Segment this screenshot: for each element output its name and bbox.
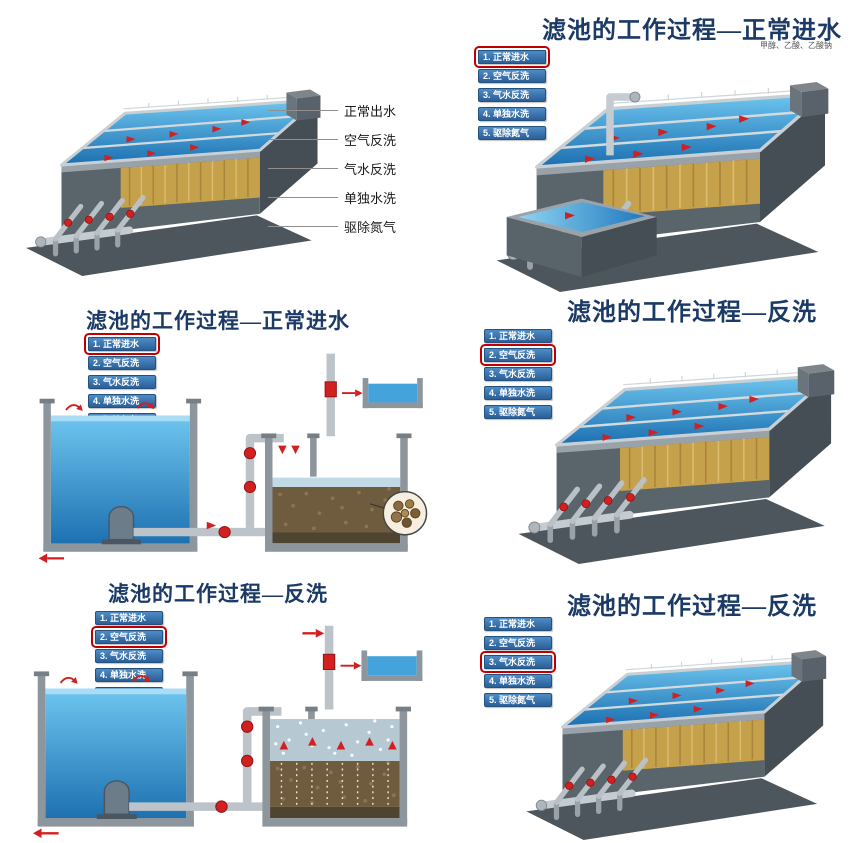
legend-item-air-backwash: 2. 空气反洗 [91, 626, 167, 648]
legend-item-air-backwash: 2. 空气反洗 [484, 636, 552, 650]
process-step-legend: 1. 正常进水 2. 空气反洗 3. 气水反洗 4. 单独水洗 5. 驱除氮气 [91, 611, 167, 701]
slide-title: 滤池的工作过程—正常进水 [542, 18, 842, 44]
callout-label: 驱除氮气 [344, 219, 397, 235]
legend-item-normal-inflow: 1. 正常进水 [95, 611, 163, 625]
cross-section-illustration [28, 348, 440, 564]
process-step-legend: 1. 正常进水 2. 空气反洗 3. 气水反洗 4. 单独水洗 5. 驱除氮气 [480, 329, 556, 419]
filter-tank-3d-illustration [488, 326, 860, 564]
legend-item-water-only-wash: 4. 单独水洗 [88, 394, 156, 408]
legend-item-normal-inflow: 1. 正常进水 [474, 46, 550, 68]
legend-item-water-only-wash: 4. 单独水洗 [478, 107, 546, 121]
legend-item-air-water-backwash: 3. 气水反洗 [480, 651, 556, 673]
legend-item-air-water-backwash: 3. 气水反洗 [88, 375, 156, 389]
legend-item-normal-inflow: 1. 正常进水 [484, 617, 552, 631]
callout-air-water-backwash: 气水反洗 [268, 160, 397, 177]
leader-line [268, 225, 338, 227]
legend-item-water-only-wash: 4. 单独水洗 [95, 668, 163, 682]
legend-item-air-backwash: 2. 空气反洗 [88, 356, 156, 370]
legend-item-nitrogen-purge: 5. 驱除氮气 [484, 405, 552, 419]
leader-line [268, 138, 338, 140]
legend-item-normal-inflow: 1. 正常进水 [484, 329, 552, 343]
cross-section-illustration [22, 620, 440, 839]
legend-item-nitrogen-purge: 5. 驱除氮气 [88, 413, 156, 427]
legend-item-air-backwash: 2. 空气反洗 [480, 344, 556, 366]
slide-title: 滤池的工作过程—反洗 [567, 300, 817, 326]
filter-tank-3d-illustration [10, 54, 332, 276]
callout-nitrogen-purge: 驱除氮气 [268, 218, 397, 235]
legend-item-water-only-wash: 4. 单独水洗 [484, 674, 552, 688]
filter-tank-3d-illustration [488, 614, 860, 840]
legend-item-nitrogen-purge: 5. 驱除氮气 [484, 693, 552, 707]
process-step-legend: 1. 正常进水 2. 空气反洗 3. 气水反洗 4. 单独水洗 5. 驱除氮气 [480, 617, 556, 707]
callout-label: 空气反洗 [344, 132, 397, 148]
legend-item-nitrogen-purge: 5. 驱除氮气 [95, 687, 163, 701]
dosing-note: 甲醇、乙酸、乙酸钠 [760, 41, 832, 50]
legend-item-nitrogen-purge: 5. 驱除氮气 [478, 126, 546, 140]
legend-item-air-water-backwash: 3. 气水反洗 [484, 367, 552, 381]
leader-line [268, 167, 338, 169]
process-step-legend: 1. 正常进水 2. 空气反洗 3. 气水反洗 4. 单独水洗 5. 驱除氮气 [474, 46, 550, 140]
legend-item-normal-inflow: 1. 正常进水 [84, 333, 160, 355]
callout-normal-outflow: 正常出水 [268, 102, 397, 119]
slide-title: 滤池的工作过程—反洗 [108, 582, 328, 606]
callout-label: 单独水洗 [344, 190, 397, 206]
callout-air-backwash: 空气反洗 [268, 131, 397, 148]
slide-title: 滤池的工作过程—正常进水 [86, 309, 350, 333]
legend-item-air-backwash: 2. 空气反洗 [478, 69, 546, 83]
callout-water-only-wash: 单独水洗 [268, 189, 397, 206]
legend-item-air-water-backwash: 3. 气水反洗 [95, 649, 163, 663]
filter-tank-3d-illustration [462, 42, 858, 292]
process-step-legend: 1. 正常进水 2. 空气反洗 3. 气水反洗 4. 单独水洗 5. 驱除氮气 [84, 333, 160, 427]
legend-item-water-only-wash: 4. 单独水洗 [484, 386, 552, 400]
legend-item-air-water-backwash: 3. 气水反洗 [478, 88, 546, 102]
callout-label: 气水反洗 [344, 161, 397, 177]
callout-label: 正常出水 [344, 103, 397, 119]
leader-line [268, 196, 338, 198]
leader-line [268, 109, 338, 111]
slide-title: 滤池的工作过程—反洗 [567, 594, 817, 620]
